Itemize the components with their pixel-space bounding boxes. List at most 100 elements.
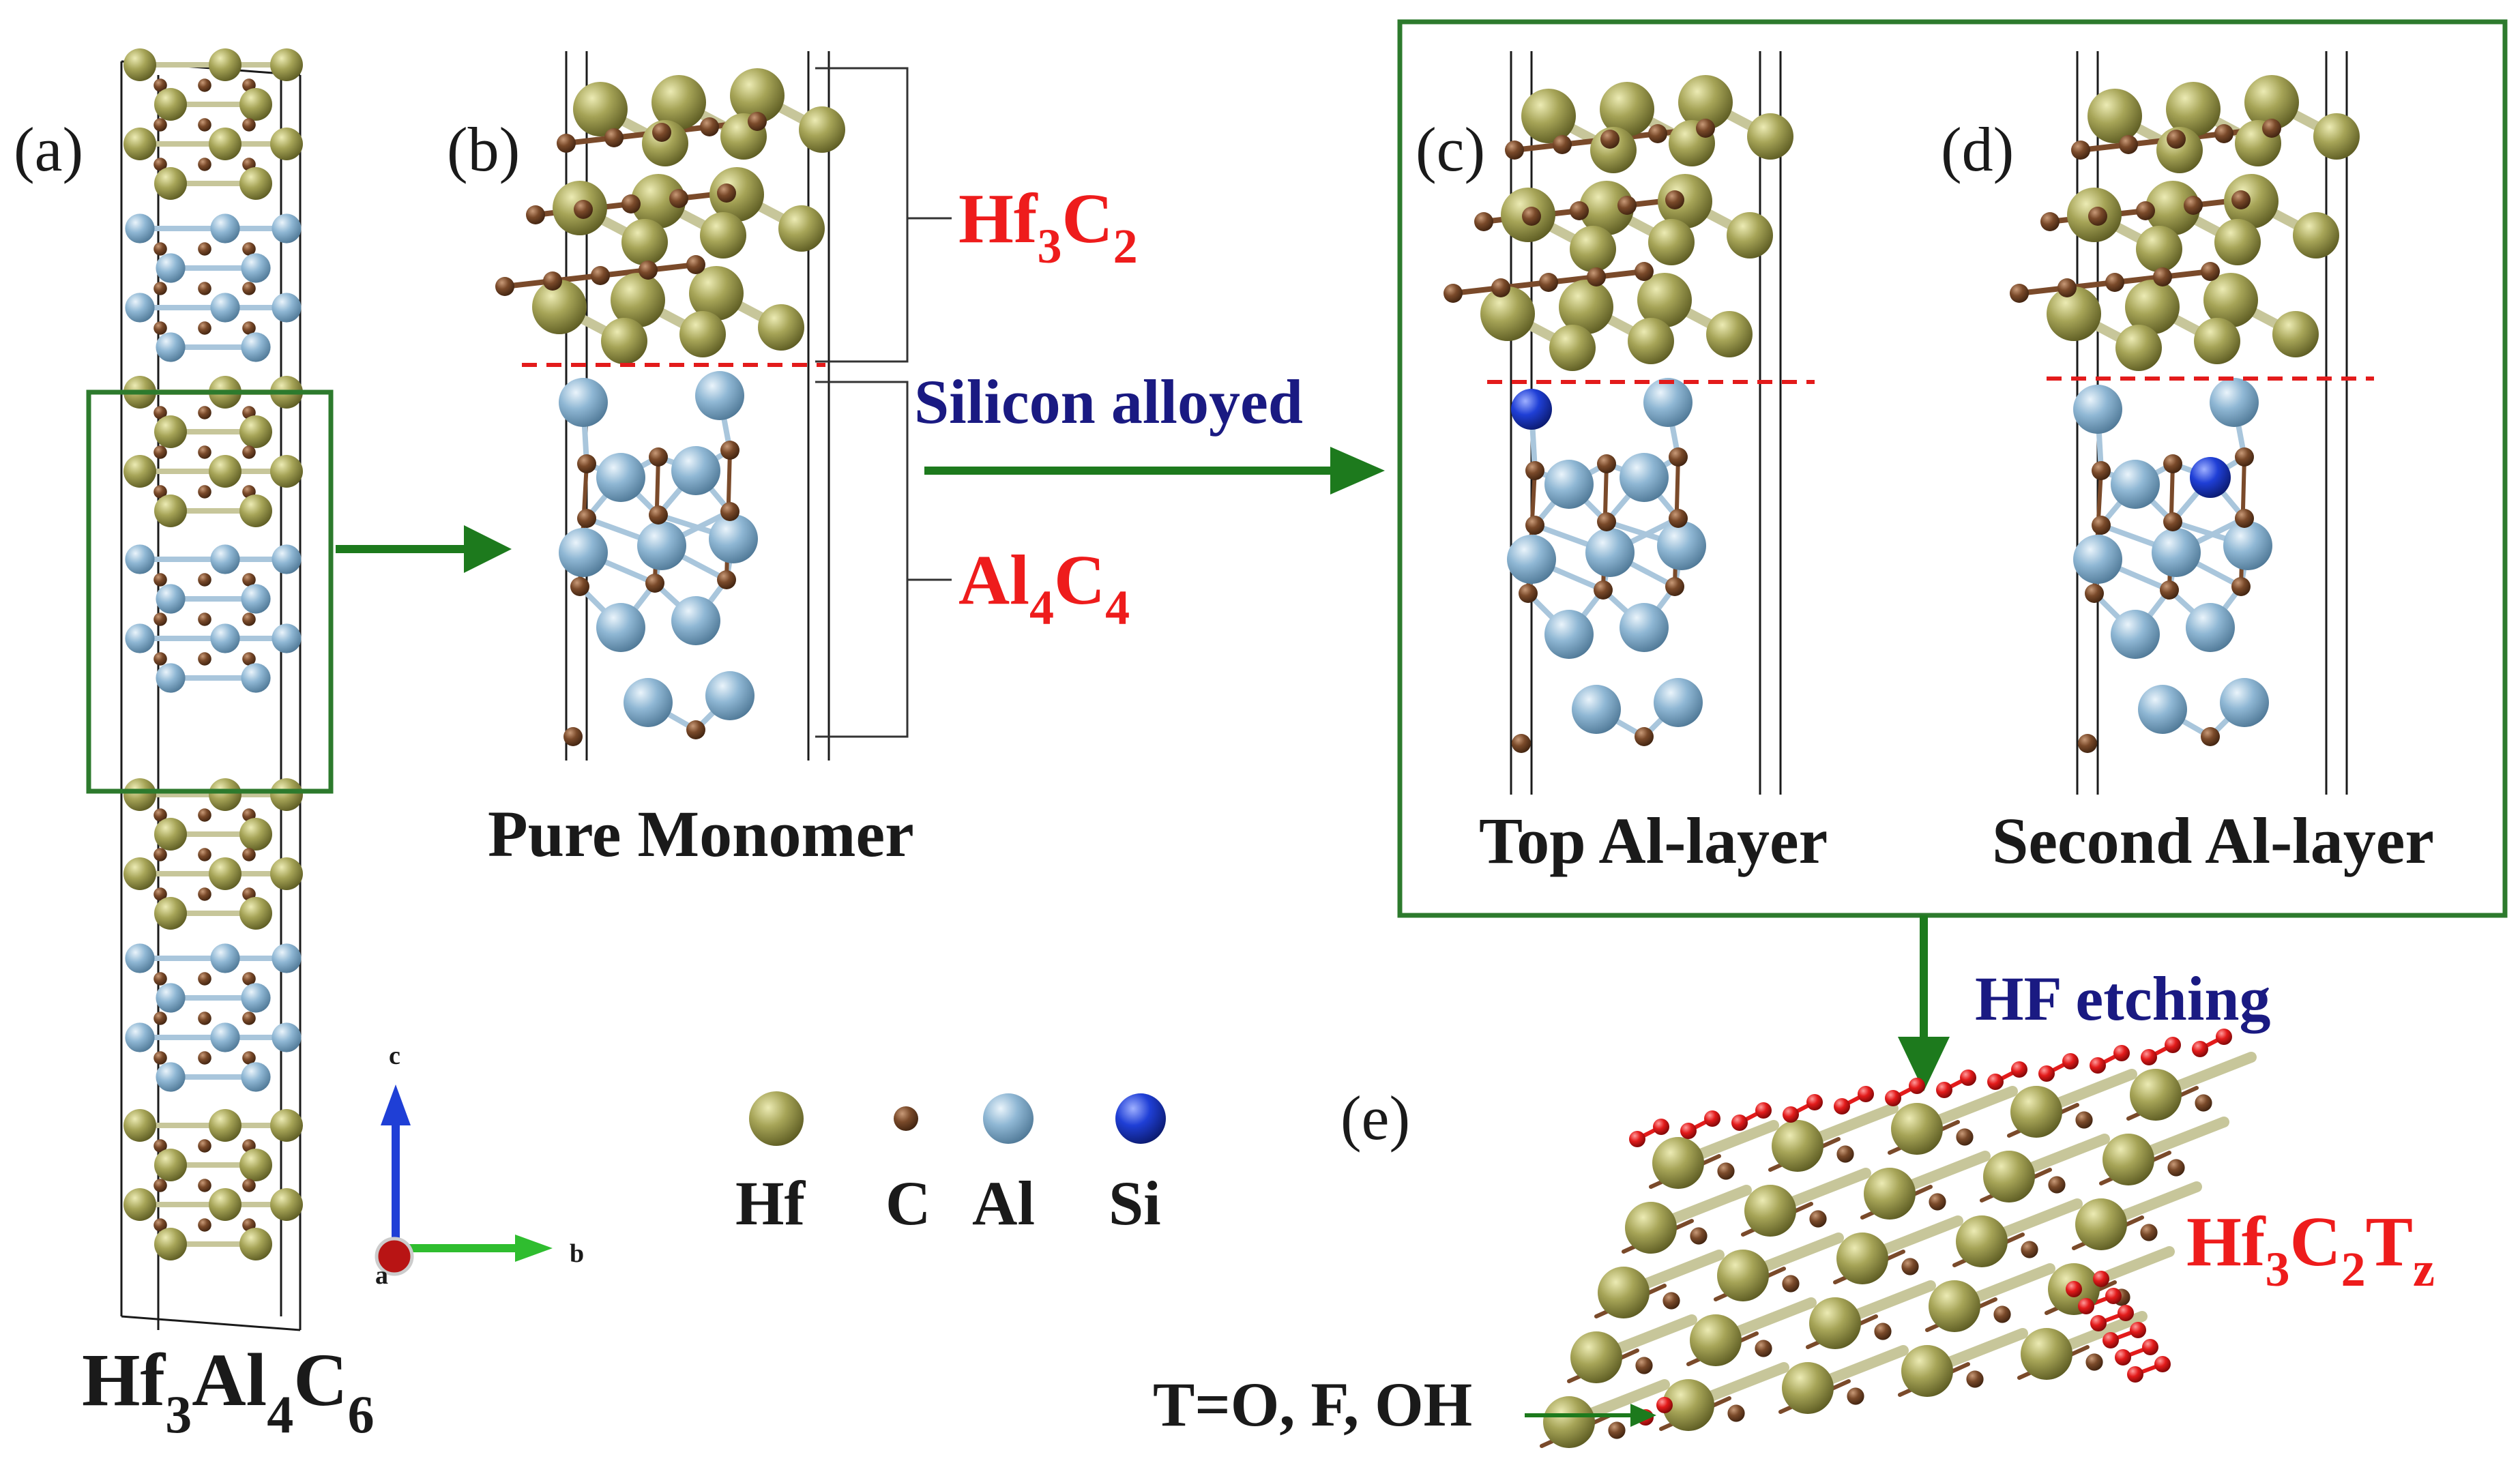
c-atom	[242, 445, 256, 459]
c-atom	[198, 1218, 211, 1232]
c-atom	[198, 78, 211, 92]
hf-atom	[2115, 325, 2162, 371]
hf-atom	[209, 1109, 241, 1142]
hf-atom	[1717, 1250, 1769, 1301]
c-atom	[1901, 1258, 1919, 1275]
c-atom	[1600, 130, 1620, 149]
c-atom	[2040, 212, 2060, 231]
c-atom	[242, 652, 256, 666]
hf-atom	[1690, 1314, 1742, 1366]
c-atom	[1608, 1421, 1626, 1439]
c-atom	[242, 242, 256, 256]
hf-atom	[1628, 318, 1674, 364]
c-atom	[1597, 512, 1616, 531]
t-atom	[2165, 1037, 2181, 1053]
hf-atom	[2021, 1328, 2072, 1380]
al-atom	[1544, 610, 1594, 659]
c-atom	[2092, 461, 2111, 480]
legend-hf-sphere	[749, 1091, 804, 1146]
c-atom	[2195, 1094, 2212, 1112]
hf-atom	[239, 495, 272, 527]
al-atom	[210, 213, 240, 244]
panel-label-c: (c)	[1416, 115, 1485, 184]
al-atom	[241, 332, 271, 362]
c-atom	[1635, 1357, 1653, 1374]
al-atom	[241, 584, 271, 614]
c-atom	[557, 134, 576, 153]
hf-atom	[1570, 1331, 1622, 1383]
c-atom	[1993, 1305, 2011, 1323]
c-atom	[1539, 273, 1558, 292]
c-atom	[526, 205, 545, 224]
mxene-slab-structure	[1540, 1029, 2257, 1448]
c-atom	[198, 406, 211, 419]
c-atom	[2201, 262, 2220, 281]
c-atom	[604, 128, 624, 147]
hf-atom	[239, 1228, 272, 1260]
al-atom	[695, 371, 744, 420]
al-atom	[125, 544, 155, 574]
panel-label-b: (b)	[447, 115, 520, 184]
alloyed-structures-frame	[1397, 19, 2508, 918]
al-atom	[125, 1022, 155, 1052]
c-atom	[543, 271, 562, 291]
c-atom	[577, 509, 596, 528]
selection-box	[86, 389, 334, 794]
al-atom	[637, 521, 686, 570]
hf-atom	[1662, 1379, 1714, 1431]
t-atom	[2141, 1049, 2157, 1065]
c-atom	[153, 1139, 167, 1153]
hf-atom	[123, 778, 156, 811]
hf-atom	[209, 48, 241, 81]
panel-label-a: (a)	[14, 115, 83, 184]
hf-atom	[154, 897, 187, 930]
c-atom	[2105, 273, 2124, 292]
c-atom	[2167, 1159, 2185, 1177]
al-atom	[156, 1062, 186, 1092]
al-atom	[272, 1022, 302, 1052]
al-atom	[210, 293, 240, 323]
c-atom	[2136, 201, 2155, 220]
hf-atom	[123, 48, 156, 81]
c-atom	[1847, 1387, 1864, 1405]
legend-label-si: Si	[1109, 1168, 1161, 1238]
al-atom	[596, 453, 645, 502]
al-atom	[156, 332, 186, 362]
c-atom	[242, 1012, 256, 1025]
c-atom	[577, 454, 596, 473]
c-atom	[1512, 734, 1531, 753]
legend-c-sphere	[894, 1106, 918, 1131]
hf-atom	[1598, 1267, 1650, 1318]
c-atom	[2071, 141, 2090, 160]
hf-atom	[1747, 113, 1793, 160]
hf-atom	[679, 311, 726, 357]
t-atom	[1858, 1086, 1874, 1102]
hf-atom	[2130, 1069, 2182, 1121]
al-atom	[1572, 685, 1621, 734]
hf-atom	[2010, 1086, 2062, 1138]
hf-atom	[799, 106, 845, 153]
hf-atom	[1836, 1233, 1888, 1284]
c-atom	[198, 118, 211, 132]
hf-atom	[1543, 1396, 1595, 1448]
hf-atom	[611, 273, 665, 327]
c-atom	[1491, 278, 1510, 297]
t-atom	[1755, 1102, 1772, 1119]
c-atom	[2010, 284, 2029, 303]
panel-label-d: (d)	[1941, 115, 2014, 184]
c-atom	[153, 1218, 167, 1232]
c-atom	[2235, 447, 2254, 467]
hf-atom	[2075, 1198, 2127, 1250]
al-atom	[241, 983, 271, 1013]
hf-atom	[730, 68, 785, 123]
a-axis-marker	[375, 1237, 414, 1276]
al-atom	[210, 943, 240, 973]
c-atom	[198, 445, 211, 459]
al-atom	[2152, 528, 2201, 577]
si-atom	[2190, 457, 2231, 498]
hf-atom	[209, 455, 241, 488]
c-atom	[720, 502, 739, 521]
hf-atom	[573, 82, 628, 136]
hf-atom	[270, 857, 303, 890]
hf-atom	[1956, 1215, 2008, 1267]
